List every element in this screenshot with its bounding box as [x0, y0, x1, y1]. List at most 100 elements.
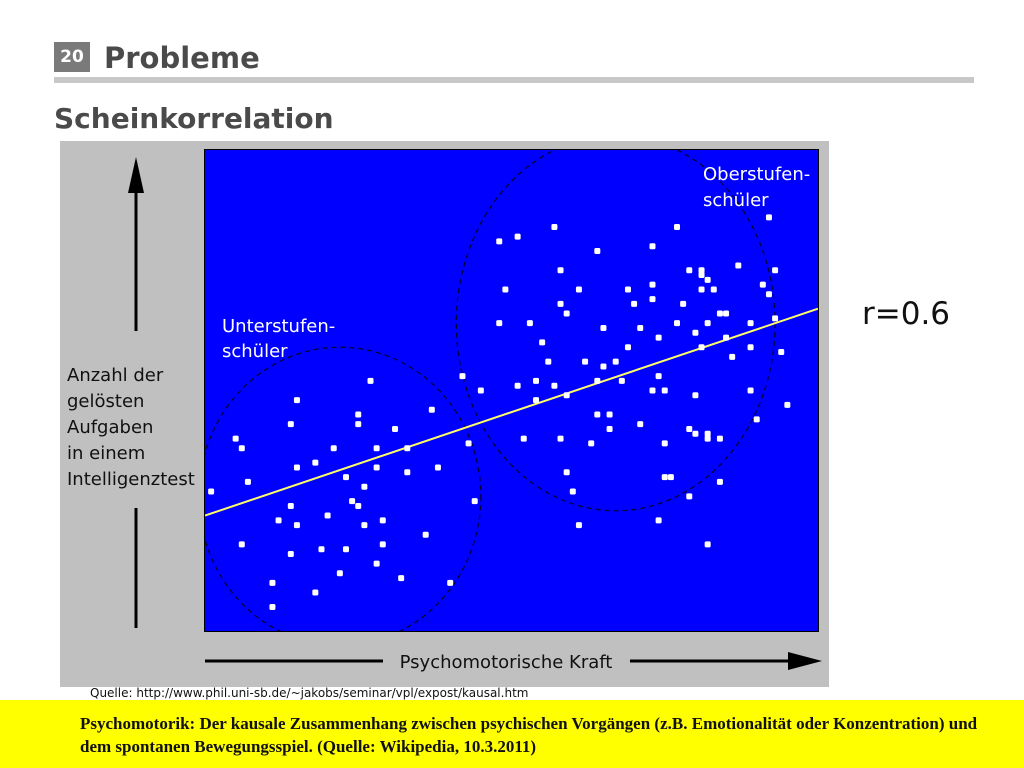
data-point — [692, 392, 699, 399]
y-axis-arrowhead — [128, 157, 144, 193]
data-point — [594, 377, 601, 384]
data-point — [355, 411, 362, 418]
data-point — [698, 286, 705, 293]
x-axis-arrowhead — [788, 652, 822, 670]
data-point — [398, 575, 405, 582]
data-point — [367, 377, 374, 384]
data-point — [606, 411, 613, 418]
slide-number: 20 — [54, 42, 90, 72]
data-point — [698, 344, 705, 351]
slide-subtitle: Scheinkorrelation — [54, 102, 334, 135]
data-point — [747, 387, 754, 394]
data-point — [723, 334, 730, 341]
data-point — [459, 373, 466, 380]
data-point — [557, 267, 564, 274]
data-point — [545, 358, 552, 365]
data-point — [710, 286, 717, 293]
data-point — [269, 579, 276, 586]
data-point — [772, 267, 779, 274]
data-point — [686, 493, 693, 500]
data-point — [557, 300, 564, 307]
footer-bar — [0, 700, 1024, 768]
data-point — [502, 286, 509, 293]
source-citation: Quelle: http://www.phil.uni-sb.de/~jakob… — [90, 686, 529, 700]
data-point — [324, 512, 331, 519]
x-axis-label: Psychomotorische Kraft — [400, 652, 613, 673]
data-point — [600, 324, 607, 331]
data-point — [655, 373, 662, 380]
slide-title: Probleme — [104, 41, 260, 75]
data-point — [729, 353, 736, 360]
data-point — [747, 344, 754, 351]
data-point — [655, 517, 662, 524]
data-point — [355, 502, 362, 509]
data-point — [208, 488, 215, 495]
data-point — [772, 315, 779, 322]
data-point — [287, 502, 294, 509]
data-point — [661, 387, 668, 394]
data-point — [594, 411, 601, 418]
data-point — [686, 267, 693, 274]
title-underline — [54, 77, 974, 83]
data-point — [637, 324, 644, 331]
data-point — [428, 406, 435, 413]
data-point — [318, 546, 325, 553]
group-label-upper: Oberstufen-schüler — [703, 164, 810, 211]
data-point — [471, 498, 478, 505]
data-point — [361, 522, 368, 529]
data-point — [765, 291, 772, 298]
data-point — [232, 435, 239, 442]
data-point — [330, 445, 337, 452]
data-point — [312, 459, 319, 466]
data-point — [404, 445, 411, 452]
data-point — [238, 541, 245, 548]
data-point — [649, 296, 656, 303]
data-point — [575, 286, 582, 293]
data-point — [563, 310, 570, 317]
data-point — [624, 344, 631, 351]
data-point — [526, 320, 533, 327]
data-point — [447, 579, 454, 586]
data-point — [716, 310, 723, 317]
data-point — [293, 464, 300, 471]
data-point — [477, 387, 484, 394]
data-point — [404, 469, 411, 476]
data-point — [716, 435, 723, 442]
data-point — [594, 248, 601, 255]
data-point — [465, 440, 472, 447]
data-point — [514, 233, 521, 240]
data-point — [588, 440, 595, 447]
data-point — [373, 464, 380, 471]
data-point — [637, 421, 644, 428]
data-point — [533, 397, 540, 404]
data-point — [569, 488, 576, 495]
data-point — [704, 320, 711, 327]
trend-line — [205, 307, 818, 517]
data-point — [373, 560, 380, 567]
data-point — [735, 262, 742, 269]
data-point — [674, 223, 681, 230]
data-point — [704, 435, 711, 442]
data-point — [379, 517, 386, 524]
data-point — [336, 570, 343, 577]
data-point — [355, 421, 362, 428]
data-point — [582, 358, 589, 365]
data-point — [704, 430, 711, 437]
data-point — [784, 401, 791, 408]
cluster-outline-lower — [205, 346, 482, 631]
data-point — [723, 310, 730, 317]
data-point — [349, 498, 356, 505]
data-point — [661, 440, 668, 447]
data-point — [692, 430, 699, 437]
data-point — [759, 281, 766, 288]
data-point — [612, 358, 619, 365]
data-point — [778, 349, 785, 356]
data-point — [704, 541, 711, 548]
data-point — [747, 320, 754, 327]
scatter-chart: Unterstufen-schülerOberstufen-schülerAnz… — [67, 149, 822, 673]
data-point — [563, 469, 570, 476]
data-point — [551, 223, 558, 230]
data-point — [698, 267, 705, 274]
plot-content — [205, 150, 818, 631]
